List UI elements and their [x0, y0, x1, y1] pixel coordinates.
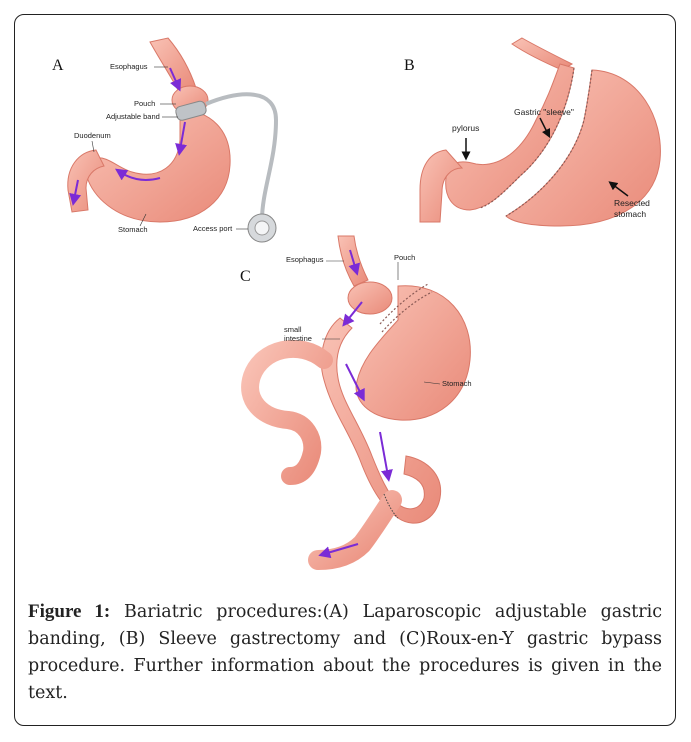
panel-c-drawing	[250, 236, 470, 560]
label-a-duodenum: Duodenum	[74, 132, 111, 140]
figure-caption-text: Bariatric procedures:(A) Laparoscopic ad…	[28, 602, 662, 703]
label-a-esophagus: Esophagus	[110, 63, 148, 71]
label-a-stomach: Stomach	[118, 226, 148, 234]
label-c-small-intestine-line2: intestine	[284, 335, 312, 343]
label-a-access-port: Access port	[193, 225, 232, 233]
label-c-esophagus: Esophagus	[286, 256, 324, 264]
label-b-resected-line1: Resected	[614, 199, 650, 208]
panel-label-c: C	[240, 268, 251, 286]
label-a-adjustable-band: Adjustable band	[106, 113, 160, 121]
label-c-stomach: Stomach	[442, 380, 472, 388]
label-b-pylorus: pylorus	[452, 124, 479, 133]
label-a-pouch: Pouch	[134, 100, 155, 108]
label-c-small-intestine-line1: small	[284, 326, 302, 334]
figure-caption-label: Figure 1:	[28, 601, 110, 622]
panel-label-b: B	[404, 57, 415, 75]
figure-caption: Figure 1: Bariatric procedures:(A) Lapar…	[28, 598, 662, 707]
label-b-resected-line2: stomach	[614, 210, 646, 219]
label-c-pouch: Pouch	[394, 254, 415, 262]
panel-label-a: A	[52, 57, 64, 75]
label-b-gastric-sleeve: Gastric "sleeve"	[514, 108, 574, 117]
